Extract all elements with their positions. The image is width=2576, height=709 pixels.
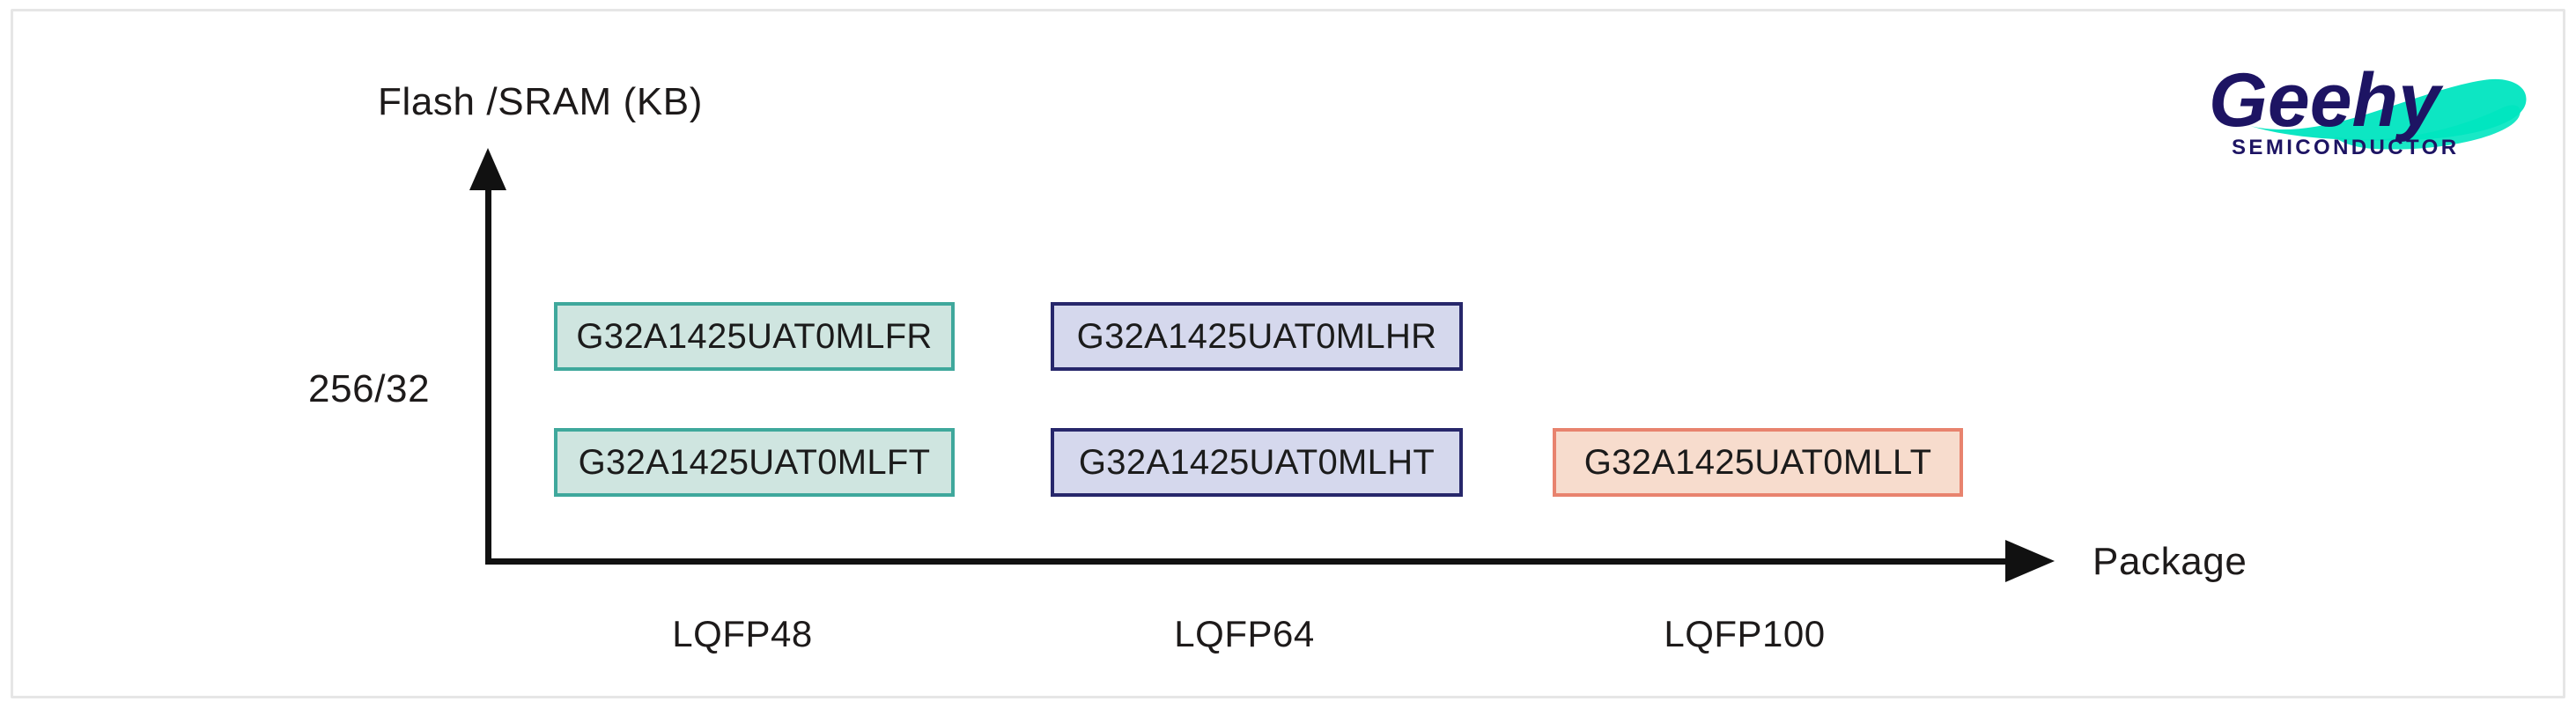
y-axis-label: Flash /SRAM (KB) bbox=[378, 80, 703, 123]
geehy-wordmark: Geehy bbox=[2209, 58, 2444, 143]
x-axis-label: Package bbox=[2093, 540, 2248, 583]
x-axis-line bbox=[485, 558, 2009, 565]
part-box-g32a1425uat0mlhr[interactable]: G32A1425UAT0MLHR bbox=[1051, 302, 1463, 371]
part-box-g32a1425uat0mlft[interactable]: G32A1425UAT0MLFT bbox=[554, 428, 955, 497]
x-axis-tick-lqfp100: LQFP100 bbox=[1664, 613, 1826, 654]
geehy-logo-mark: Geehy SEMICONDUCTOR bbox=[2209, 58, 2527, 159]
x-axis-tick-lqfp48: LQFP48 bbox=[672, 613, 813, 654]
y-axis-line bbox=[485, 184, 491, 565]
x-axis-arrow-icon bbox=[2005, 540, 2055, 582]
geehy-tagline: SEMICONDUCTOR bbox=[2232, 136, 2459, 159]
part-box-g32a1425uat0mlht[interactable]: G32A1425UAT0MLHT bbox=[1051, 428, 1463, 497]
y-axis-tick-label: 256/32 bbox=[308, 367, 431, 410]
part-box-g32a1425uat0mllt[interactable]: G32A1425UAT0MLLT bbox=[1553, 428, 1963, 497]
part-box-g32a1425uat0mlfr[interactable]: G32A1425UAT0MLFR bbox=[554, 302, 955, 371]
y-axis-arrow-icon bbox=[469, 148, 506, 190]
diagram-panel: Geehy SEMICONDUCTOR Flash /SRAM (KB) Pac… bbox=[11, 9, 2565, 698]
x-axis-tick-lqfp64: LQFP64 bbox=[1174, 613, 1315, 654]
geehy-logo: Geehy SEMICONDUCTOR bbox=[2202, 45, 2554, 159]
